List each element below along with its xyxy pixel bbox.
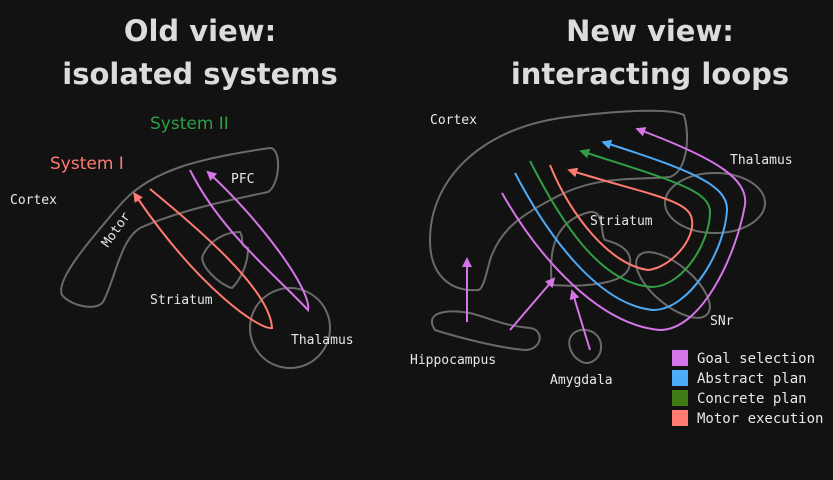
- right-cortex-outline: [428, 109, 689, 292]
- right-thalamus-label: Thalamus: [730, 153, 793, 168]
- right-striatum-label: Striatum: [590, 214, 653, 229]
- legend-label-concrete: Concrete plan: [697, 391, 807, 407]
- left-cortex-label: Cortex: [10, 193, 57, 208]
- legend-swatch-goal: [672, 350, 688, 366]
- right-cortex-label: Cortex: [430, 113, 477, 128]
- legend-label-abstract: Abstract plan: [697, 371, 807, 387]
- left-title-line1: Old view:: [124, 14, 276, 48]
- left-thalamus-label: Thalamus: [291, 333, 354, 348]
- concrete-plan-loop: [529, 148, 712, 289]
- left-striatum-outline: [201, 230, 250, 290]
- snr-label: SNr: [710, 314, 734, 329]
- legend-swatch-motor: [672, 410, 688, 426]
- goal-selection-loop: [501, 127, 747, 332]
- amygdala-outline: [568, 328, 603, 364]
- legend-label-goal: Goal selection: [697, 351, 815, 367]
- right-title-line2: interacting loops: [511, 57, 789, 91]
- hippocampus-striatum-arrow: [509, 277, 556, 331]
- left-cortex-outline: [60, 146, 279, 308]
- system1-label: System I: [50, 154, 124, 174]
- legend: Goal selection Abstract plan Concrete pl…: [672, 350, 823, 427]
- motor-execution-loop: [549, 164, 694, 272]
- system2-label: System II: [150, 114, 229, 134]
- system1-loop-arrow: [133, 188, 274, 330]
- pfc-label: PFC: [231, 172, 254, 187]
- legend-swatch-abstract: [672, 370, 688, 386]
- amygdala-label: Amygdala: [550, 373, 613, 388]
- right-title-line1: New view:: [566, 14, 734, 48]
- amygdala-input-arrow: [569, 289, 591, 351]
- hippocampus-label: Hippocampus: [410, 353, 496, 368]
- right-striatum-outline: [550, 210, 632, 287]
- right-thalamus-outline: [664, 172, 766, 234]
- motor-label: Motor: [99, 209, 134, 250]
- left-striatum-label: Striatum: [150, 293, 213, 308]
- left-title-line2: isolated systems: [62, 57, 337, 91]
- left-thalamus-outline: [249, 287, 331, 369]
- abstract-plan-loop: [514, 139, 729, 312]
- system2-loop-arrow: [189, 169, 310, 313]
- legend-label-motor: Motor execution: [697, 411, 823, 427]
- hippocampus-outline: [430, 310, 541, 352]
- legend-swatch-concrete: [672, 390, 688, 406]
